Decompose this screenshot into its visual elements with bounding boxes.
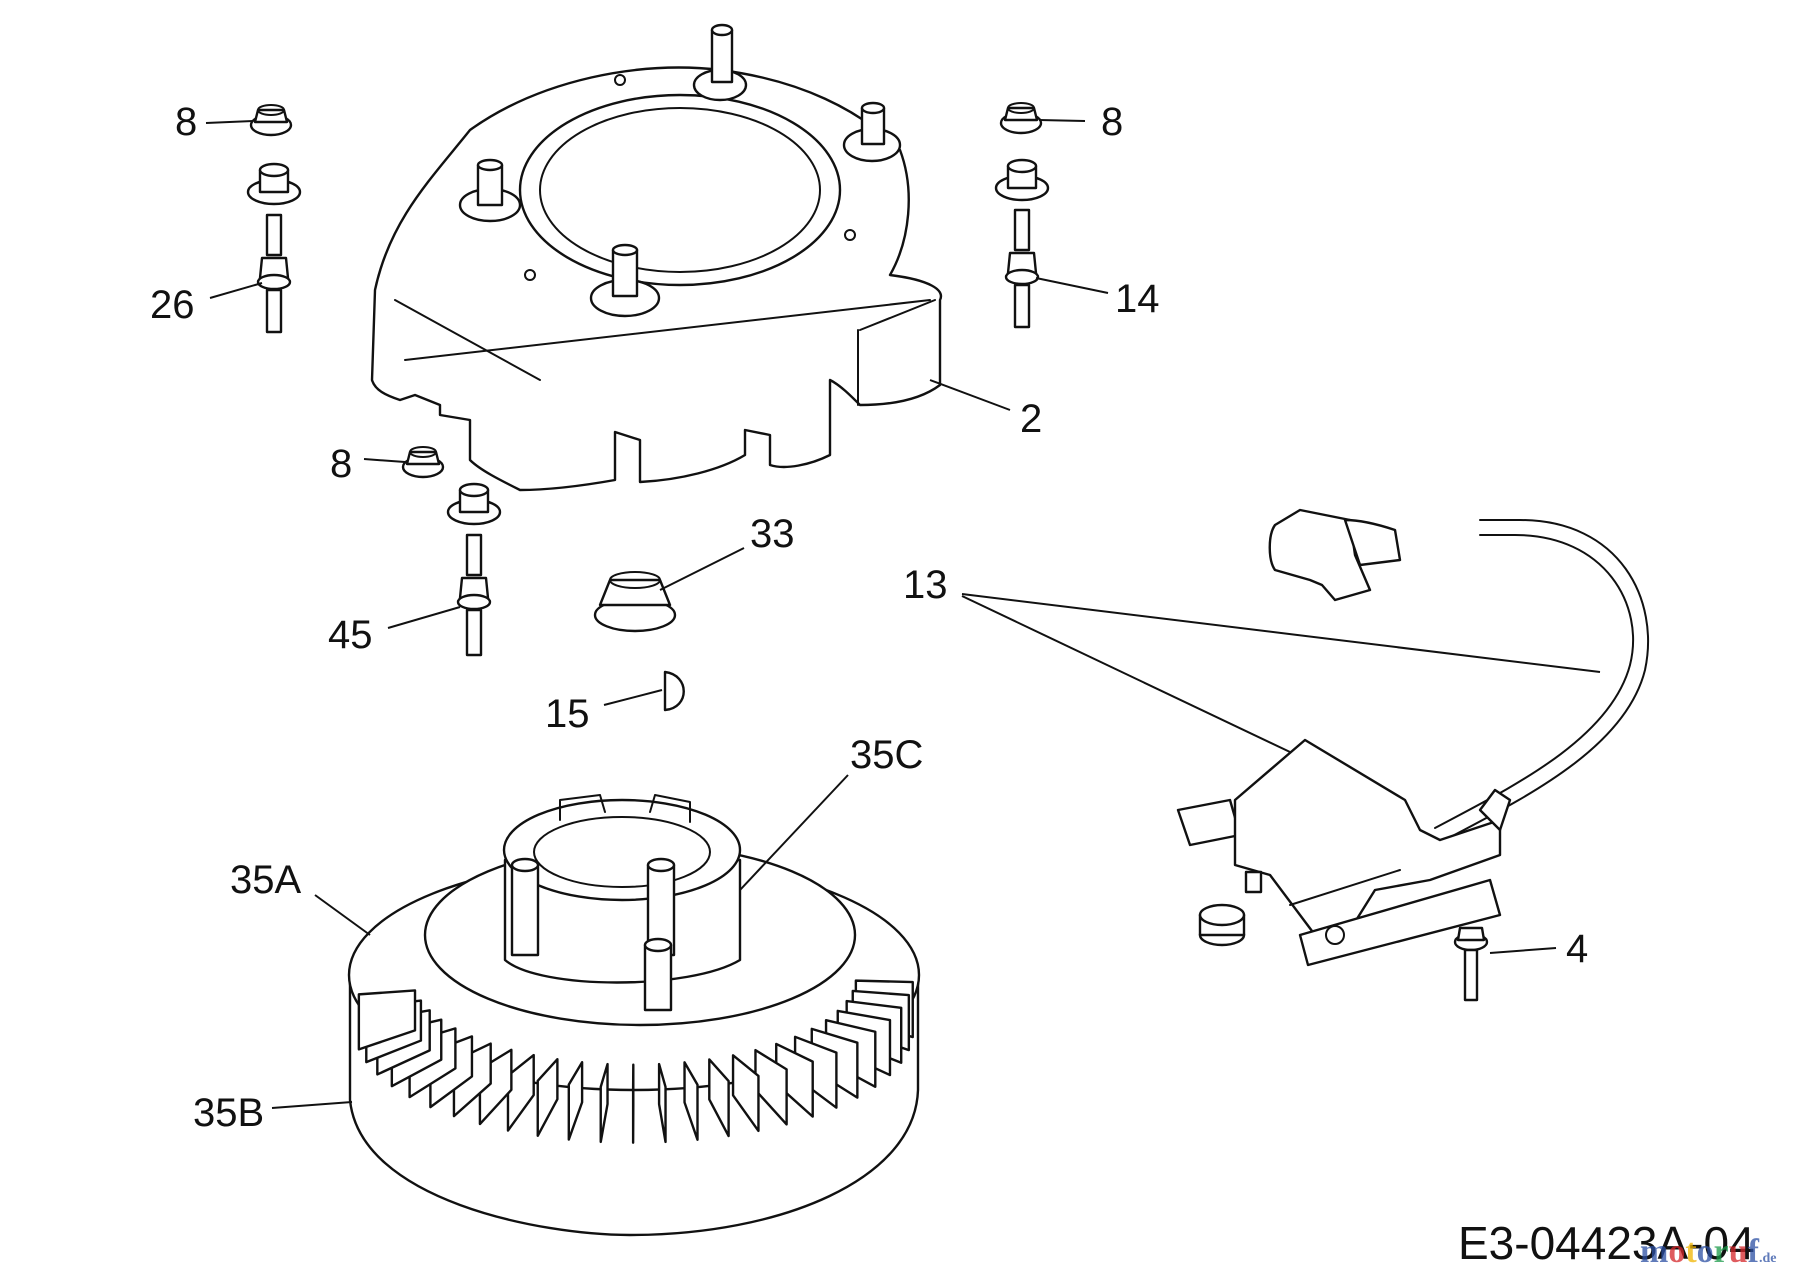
flywheel-fin	[599, 1062, 609, 1144]
spacer-right	[994, 158, 1050, 202]
flywheel-fin	[536, 1058, 559, 1137]
callout-15: 15	[545, 692, 590, 736]
spacer-mid	[446, 482, 502, 526]
callout-35B: 35B	[193, 1091, 264, 1135]
flywheel-fin	[731, 1054, 760, 1133]
flywheel-fin	[683, 1061, 699, 1141]
callout-33: 33	[750, 512, 795, 556]
callout-4: 4	[1566, 927, 1588, 971]
callout-35A: 35A	[230, 858, 301, 902]
flywheel-fin	[357, 989, 417, 1051]
callout-8-mid: 8	[330, 442, 352, 486]
callout-8-top-right: 8	[1101, 100, 1123, 144]
flange-nut-top-left	[249, 104, 293, 137]
flange-nut-mid	[401, 446, 445, 479]
callout-35C: 35C	[850, 733, 923, 777]
stud-right	[1004, 208, 1040, 329]
flywheel-fin	[708, 1058, 730, 1138]
flange-nut-top-right	[999, 102, 1043, 135]
callout-45: 45	[328, 613, 373, 657]
flywheel	[347, 794, 921, 1237]
flywheel-key	[663, 670, 685, 712]
drawing-id: E3-04423A-04	[1458, 1217, 1755, 1269]
callout-26: 26	[150, 283, 195, 327]
callout-14: 14	[1115, 277, 1160, 321]
watermark-logo: motoruf.de	[1640, 1233, 1777, 1270]
stud-left	[256, 213, 292, 334]
flywheel-fin	[657, 1062, 667, 1144]
ignition-coil	[1176, 508, 1650, 967]
spacer-left	[246, 162, 302, 206]
stud-bottom	[456, 533, 492, 657]
flywheel-fin	[567, 1061, 584, 1141]
callout-8-top-left: 8	[175, 100, 197, 144]
blower-housing-part	[370, 23, 943, 492]
screw	[1453, 926, 1489, 1002]
flywheel-fin	[506, 1053, 535, 1132]
svg-text:motoruf.de: motoruf.de	[1640, 1233, 1777, 1270]
leader-lines	[205, 119, 1601, 1109]
callout-2: 2	[1020, 397, 1042, 441]
flywheel-nut	[593, 571, 677, 633]
callout-13: 13	[903, 563, 948, 607]
